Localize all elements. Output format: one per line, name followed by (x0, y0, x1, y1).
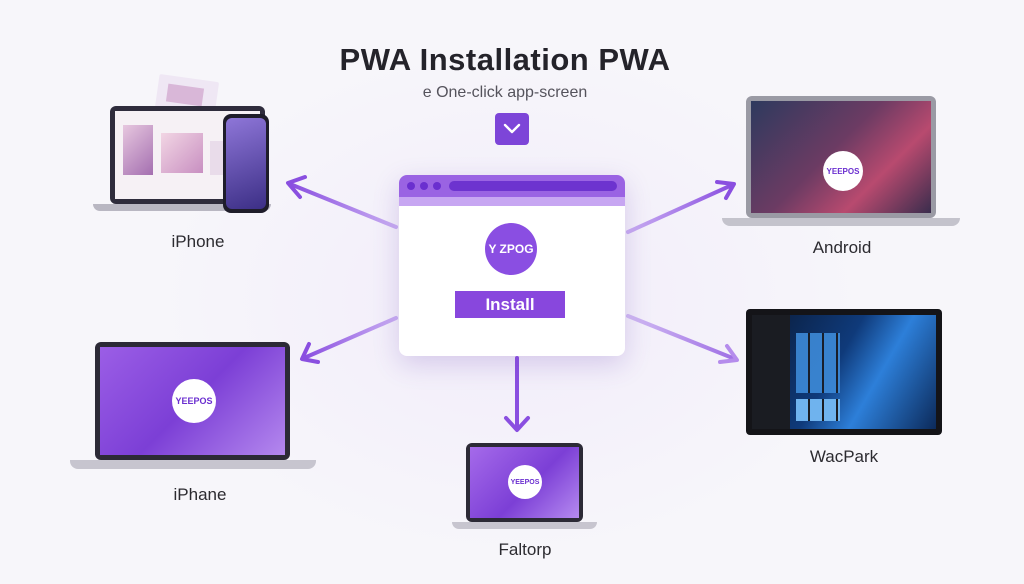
expand-button[interactable] (495, 113, 529, 145)
device-label: iPhane (173, 485, 227, 504)
window-dot-icon (420, 182, 428, 190)
start-tiles (796, 333, 840, 393)
arrowhead-android (715, 180, 736, 200)
page-title: PWA Installation PWA (339, 42, 671, 77)
phone-screen (226, 118, 266, 209)
laptop-base (93, 204, 271, 211)
app-logo: YEEPOS (508, 465, 542, 499)
device-label: Faltorp (498, 540, 552, 559)
gallery-image (123, 125, 153, 175)
arrow-to-android (626, 183, 734, 234)
arrowhead-iphane (300, 342, 320, 364)
arrowhead-faltorp (504, 416, 530, 432)
start-tiles (796, 399, 840, 421)
pwa-install-window: Y ZPOG Install (399, 175, 625, 356)
gallery-image (161, 133, 203, 173)
app-logo: YEEPOS (823, 151, 863, 191)
laptop-display: YEEPOS (470, 447, 579, 518)
arrow-to-iphane (302, 316, 398, 360)
laptop-base (452, 522, 597, 529)
install-button[interactable]: Install (455, 291, 565, 318)
arrow-to-wacpark (626, 314, 737, 361)
window-dot-icon (433, 182, 441, 190)
laptop-display: YEEPOS (751, 101, 931, 213)
laptop-screen: YEEPOS (746, 96, 936, 218)
tablet-body (746, 309, 942, 435)
device-label: iPhone (171, 232, 225, 251)
arrowhead-wacpark (718, 344, 739, 364)
arrowhead-iphone (286, 175, 307, 199)
start-menu (752, 315, 790, 429)
laptop-base (70, 460, 316, 469)
window-toolbar (399, 197, 625, 206)
laptop-base (722, 218, 960, 226)
laptop-display: YEEPOS (100, 347, 285, 455)
chevron-down-icon (503, 123, 521, 134)
address-bar (449, 181, 617, 191)
device-label: WacPark (809, 447, 879, 466)
app-logo: YEEPOS (172, 379, 216, 423)
window-dot-icon (407, 182, 415, 190)
arrow-to-iphone (288, 182, 398, 229)
window-title-bar (399, 175, 625, 197)
tablet-screen (752, 315, 936, 429)
app-logo: Y ZPOG (485, 223, 537, 275)
laptop-screen: YEEPOS (95, 342, 290, 460)
laptop-screen: YEEPOS (466, 443, 583, 522)
phone-body (223, 114, 269, 213)
page-subtitle: e One-click app-screen (422, 84, 588, 101)
device-label: Android (812, 238, 872, 257)
